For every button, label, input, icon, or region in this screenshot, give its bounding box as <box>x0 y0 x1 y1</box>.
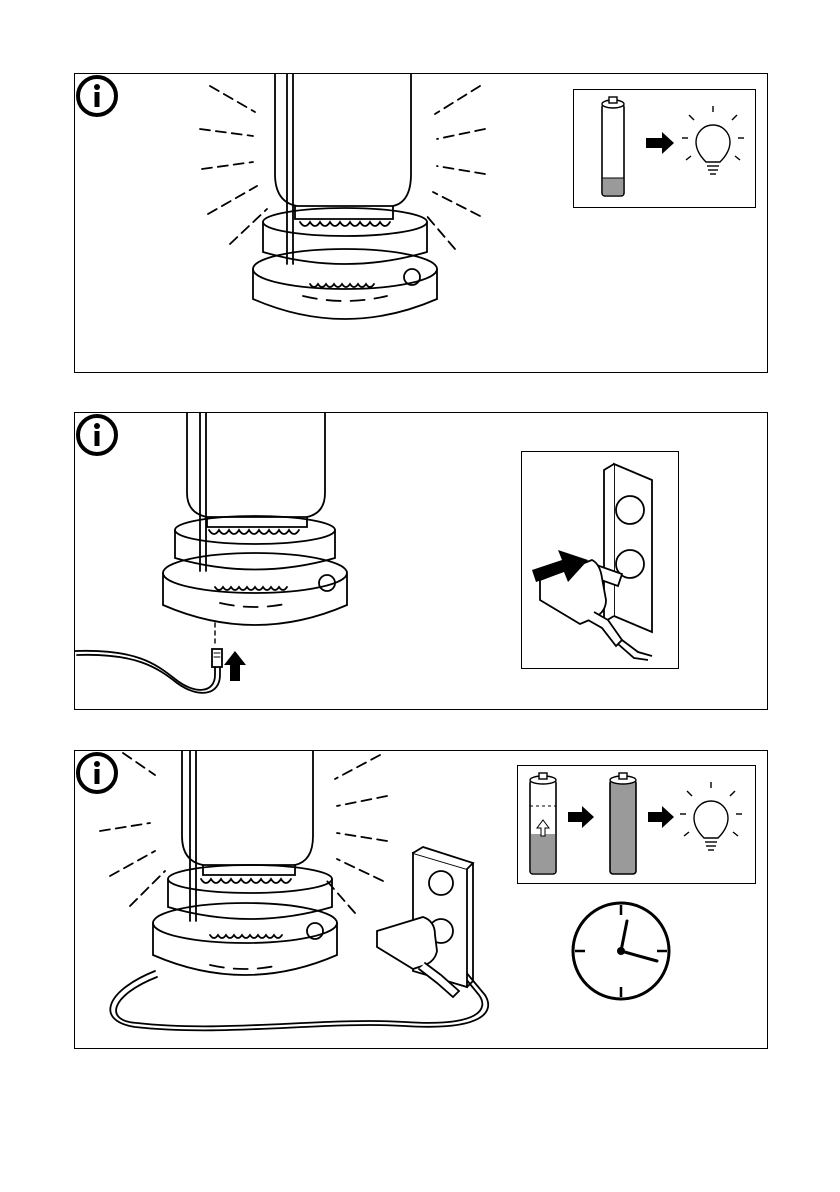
plug-socket-inset <box>521 451 679 669</box>
light-rays-left <box>200 86 267 244</box>
instruction-panel-battery-low <box>74 73 768 373</box>
lamp-shade <box>275 74 411 206</box>
info-icon <box>75 413 119 457</box>
info-icon <box>75 751 119 795</box>
battery-full-icon <box>610 773 636 874</box>
instruction-panel-charging <box>74 750 768 1049</box>
clock-icon <box>569 899 673 1003</box>
arrow-right-icon <box>648 806 674 828</box>
battery-empty-icon <box>602 97 624 196</box>
battery-low-inset <box>573 89 756 208</box>
light-bulb-on-icon <box>680 782 742 850</box>
info-icon <box>75 74 119 118</box>
arrow-right-icon <box>568 806 594 828</box>
battery-charging-icon <box>530 773 556 874</box>
wall-socket-icon <box>604 464 652 632</box>
charging-sequence-inset <box>517 765 756 884</box>
light-bulb-on-icon <box>682 106 744 174</box>
instruction-panel-connect-charger <box>74 412 768 710</box>
light-rays-right <box>425 86 485 249</box>
arrow-right-icon <box>646 132 674 154</box>
arrow-up-icon <box>224 651 246 681</box>
